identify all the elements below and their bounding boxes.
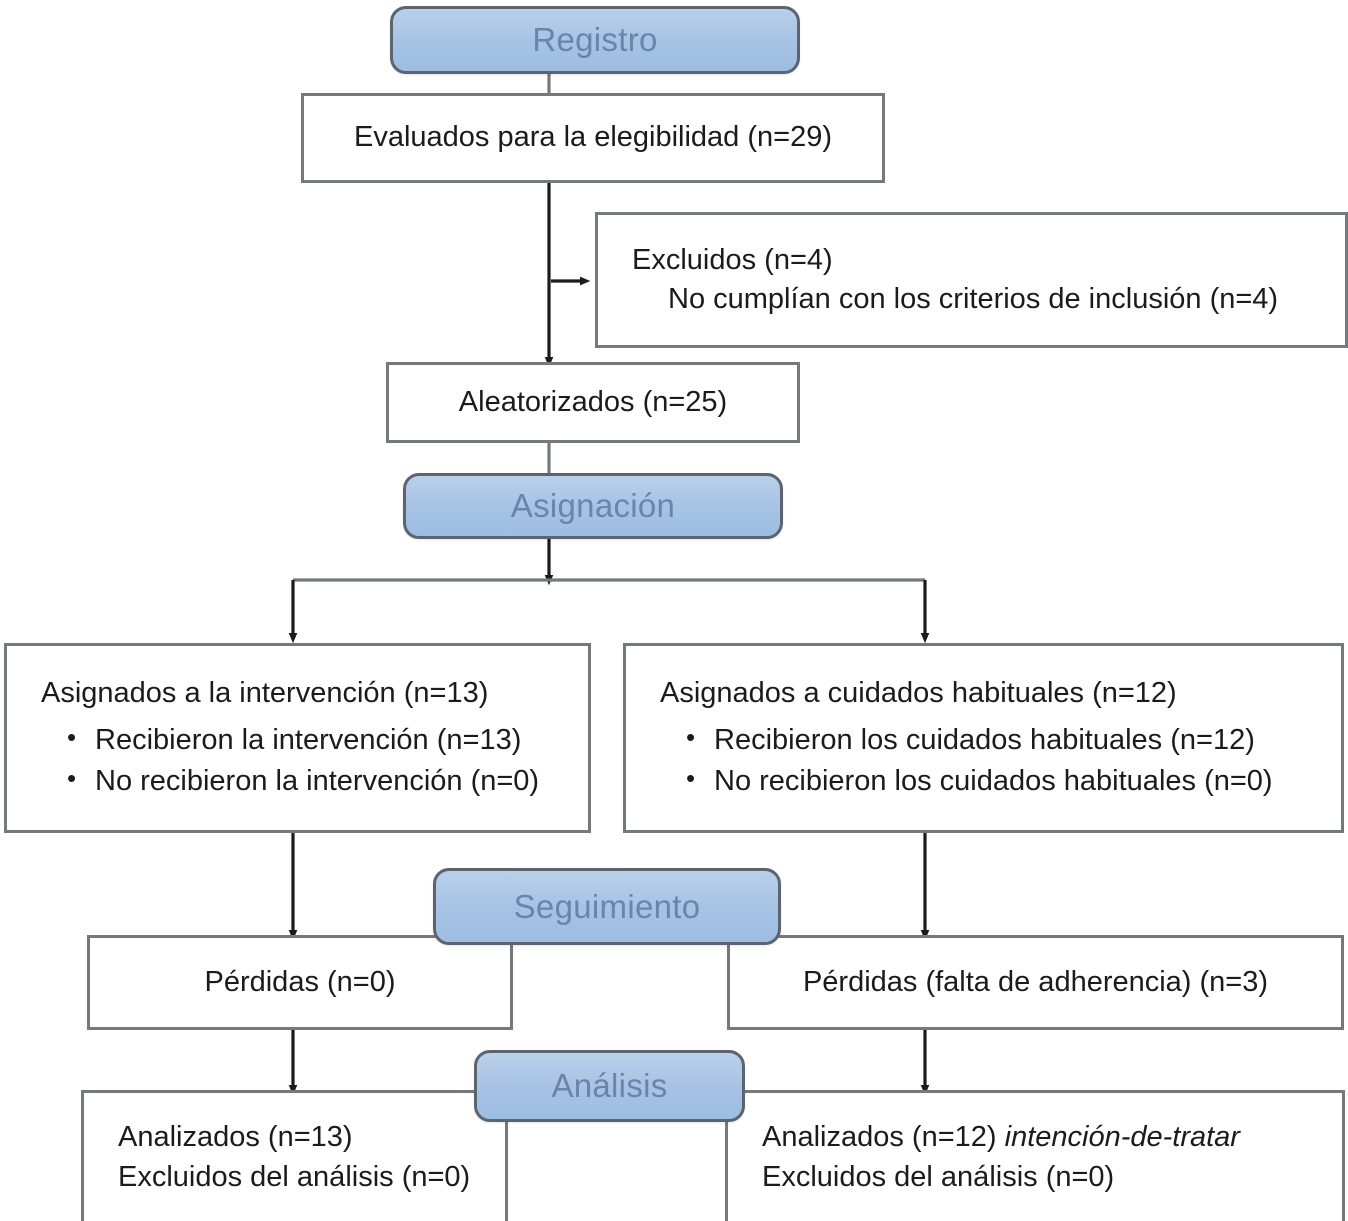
node-randomized: Aleatorizados (n=25) [386, 362, 800, 443]
list-item: No recibieron la intervención (n=0) [67, 760, 588, 802]
followup-left-text: Pérdidas (n=0) [204, 965, 396, 998]
node-allocation-intervention: Asignados a la intervención (n=13) Recib… [4, 643, 591, 833]
excluded-heading: Excluidos (n=4) [632, 243, 833, 276]
stage-label-allocation: Asignación [510, 487, 676, 524]
node-allocation-usual-care: Asignados a cuidados habituales (n=12) R… [623, 643, 1344, 833]
analysis-left-line2: Excluidos del análisis (n=0) [118, 1160, 471, 1193]
allocation-left-bullets: Recibieron la intervención (n=13) No rec… [41, 719, 588, 802]
followup-right-text: Pérdidas (falta de adherencia) (n=3) [802, 965, 1269, 998]
analysis-right-line1-italic: intención-de-tratar [1004, 1121, 1240, 1154]
analysis-left-line1: Analizados (n=13) [118, 1121, 353, 1154]
node-eligibility-assessed: Evaluados para la elegibilidad (n=29) [301, 93, 885, 183]
randomized-text: Aleatorizados (n=25) [458, 385, 728, 418]
eligibility-text: Evaluados para la elegibilidad (n=29) [353, 121, 833, 154]
node-analysis-intervention: Analizados (n=13) Excluidos del análisis… [81, 1090, 508, 1221]
node-followup-losses-intervention: Pérdidas (n=0) [87, 935, 513, 1030]
stage-label-followup: Seguimiento [513, 887, 701, 925]
list-item: No recibieron los cuidados habituales (n… [686, 760, 1341, 802]
allocation-right-bullets: Recibieron los cuidados habituales (n=12… [660, 719, 1341, 802]
list-item: Recibieron los cuidados habituales (n=12… [686, 719, 1341, 761]
node-analysis-usual-care: Analizados (n=12) intención-de-tratar Ex… [725, 1090, 1345, 1221]
stage-badge-followup: Seguimiento [433, 868, 781, 945]
analysis-right-line1: Analizados (n=12) intención-de-tratar [762, 1118, 1342, 1157]
stage-badge-analysis: Análisis [474, 1050, 745, 1122]
allocation-left-heading: Asignados a la intervención (n=13) [41, 677, 489, 710]
stage-label-enrollment: Registro [532, 21, 658, 58]
node-excluded: Excluidos (n=4) No cumplían con los crit… [595, 212, 1348, 348]
stage-badge-allocation: Asignación [403, 473, 783, 539]
stage-badge-enrollment: Registro [390, 6, 800, 74]
stage-label-analysis: Análisis [551, 1067, 668, 1104]
allocation-right-heading: Asignados a cuidados habituales (n=12) [660, 677, 1177, 710]
list-item: Recibieron la intervención (n=13) [67, 719, 588, 761]
analysis-right-line1-main: Analizados (n=12) [762, 1121, 1005, 1154]
node-followup-losses-usual-care: Pérdidas (falta de adherencia) (n=3) [727, 935, 1344, 1030]
analysis-right-line2: Excluidos del análisis (n=0) [762, 1160, 1115, 1193]
excluded-reason: No cumplían con los criterios de inclusi… [668, 283, 1279, 315]
